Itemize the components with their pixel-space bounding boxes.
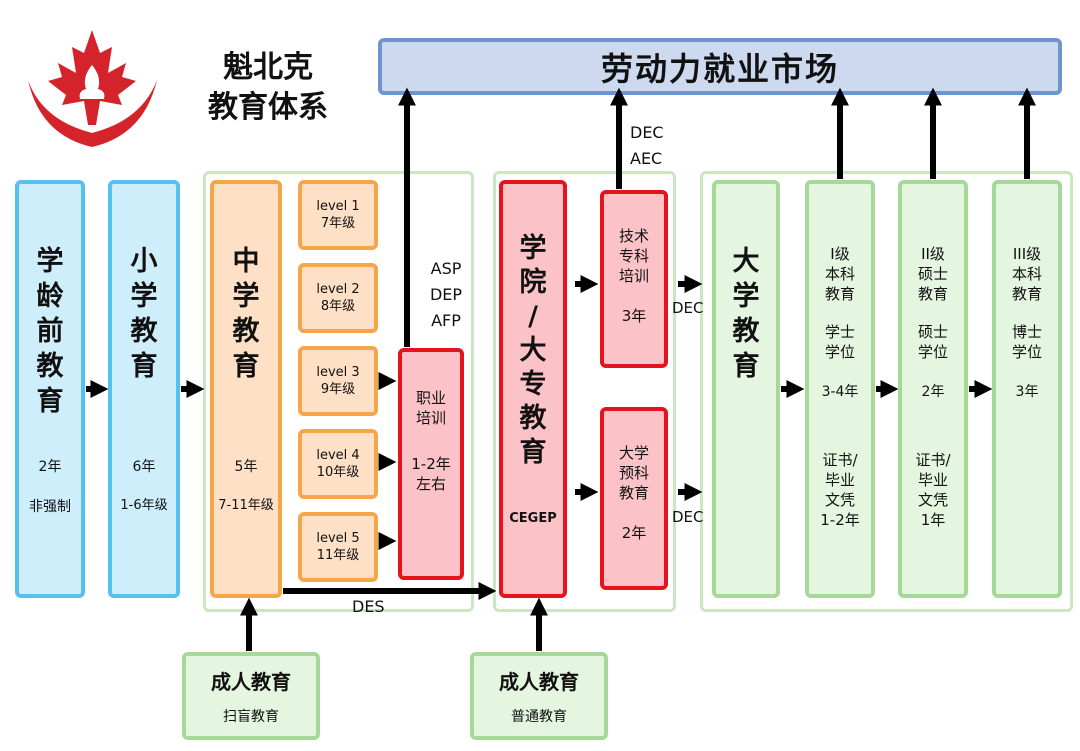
- college-box: 学 院 / 大 专 教 育 CEGEP: [499, 180, 567, 598]
- adult-right-title: 成人教育: [499, 669, 579, 694]
- secondary-title: 中 学 教 育: [232, 246, 260, 382]
- bachelor-box: I级 本科 教育 学士 学位 3-4年 证书/ 毕业 文凭 1-2年: [805, 180, 875, 598]
- preuniversity-years: 2年: [621, 524, 647, 542]
- bachelor-title: I级 本科 教育: [824, 245, 855, 303]
- preuniversity-diploma-right: DEC: [672, 508, 704, 526]
- level-4-grade: 10年级: [316, 465, 360, 480]
- college-group-frame: [493, 171, 676, 612]
- primary-box: 小 学 教 育 6年 1-6年级: [108, 180, 180, 598]
- adult-education-right-box: 成人教育 普通教育: [470, 652, 608, 740]
- technical-diploma-right: DEC: [672, 299, 704, 317]
- master-degree: 硕士 学位: [917, 323, 948, 361]
- level-2-box: level 2 8年级: [298, 263, 378, 333]
- technical-years: 3年: [621, 307, 647, 325]
- bachelor-degree: 学士 学位: [824, 323, 855, 361]
- primary-years: 6年: [132, 459, 156, 475]
- adult-right-subtitle: 普通教育: [511, 708, 567, 725]
- maple-leaf-logo-icon: [28, 30, 157, 147]
- level-5-box: level 5 11年级: [298, 512, 378, 582]
- level-3-box: level 3 9年级: [298, 346, 378, 416]
- logo: [20, 25, 165, 150]
- adult-education-left-box: 成人教育 扫盲教育: [182, 652, 320, 740]
- secondary-years: 5年: [234, 459, 258, 475]
- university-group-frame: [700, 171, 1073, 612]
- doctorate-degree: 博士 学位: [1011, 323, 1042, 361]
- vocational-diplomas: ASP DEP AFP: [429, 259, 463, 330]
- bachelor-cert: 证书/ 毕业 文凭 1-2年: [820, 451, 860, 529]
- secondary-group-frame: [203, 171, 474, 612]
- level-5-grade: 11年级: [316, 548, 360, 563]
- level-4-label: level 4: [316, 448, 360, 463]
- adult-left-title: 成人教育: [211, 669, 291, 694]
- logo-title: 魁北克 教育体系: [188, 48, 348, 128]
- technical-box: 技术 专科 培训 3年: [600, 190, 668, 368]
- preschool-years: 2年: [38, 459, 62, 475]
- logo-title-line1: 魁北克: [223, 50, 313, 85]
- preschool-title: 学 龄 前 教 育: [36, 246, 64, 417]
- secondary-grades: 7-11年级: [218, 498, 274, 513]
- level-1-label: level 1: [316, 199, 360, 214]
- master-box: II级 硕士 教育 硕士 学位 2年 证书/ 毕业 文凭 1年: [898, 180, 968, 598]
- technical-diploma-up: DEC AEC: [630, 123, 664, 168]
- labor-market-label: 劳动力就业市场: [600, 49, 839, 88]
- doctorate-years: 3年: [1015, 384, 1039, 400]
- vocational-box: 职业 培训 1-2年 左右: [398, 348, 464, 580]
- primary-grades: 1-6年级: [120, 498, 168, 513]
- technical-title: 技术 专科 培训: [618, 227, 649, 285]
- des-label: DES: [352, 597, 385, 616]
- vocational-years: 1-2年 左右: [411, 455, 451, 493]
- preuniversity-box: 大学 预科 教育 2年: [600, 407, 668, 590]
- college-name: CEGEP: [509, 511, 557, 526]
- adult-left-subtitle: 扫盲教育: [223, 708, 279, 725]
- master-title: II级 硕士 教育: [917, 245, 948, 303]
- preuniversity-title: 大学 预科 教育: [618, 444, 649, 502]
- secondary-box: 中 学 教 育 5年 7-11年级: [210, 180, 282, 598]
- level-1-box: level 1 7年级: [298, 180, 378, 250]
- master-cert: 证书/ 毕业 文凭 1年: [915, 451, 951, 529]
- level-2-grade: 8年级: [320, 299, 356, 314]
- vocational-title: 职业 培训: [415, 389, 446, 427]
- master-years: 2年: [921, 384, 945, 400]
- bachelor-years: 3-4年: [821, 384, 859, 400]
- level-4-box: level 4 10年级: [298, 429, 378, 499]
- level-1-grade: 7年级: [320, 216, 356, 231]
- logo-title-line2: 教育体系: [208, 90, 328, 125]
- primary-title: 小 学 教 育: [130, 246, 158, 382]
- level-3-grade: 9年级: [320, 382, 356, 397]
- level-2-label: level 2: [316, 282, 360, 297]
- level-5-label: level 5: [316, 531, 360, 546]
- doctorate-title: III级 本科 教育: [1011, 245, 1042, 303]
- university-title: 大 学 教 育: [732, 246, 760, 382]
- university-box: 大 学 教 育: [712, 180, 780, 598]
- doctorate-box: III级 本科 教育 博士 学位 3年: [992, 180, 1062, 598]
- college-title: 学 院 / 大 专 教 育: [519, 233, 547, 468]
- preschool-note: 非强制: [29, 499, 71, 515]
- level-3-label: level 3: [316, 365, 360, 380]
- labor-market-bar: 劳动力就业市场: [378, 38, 1062, 95]
- preschool-box: 学 龄 前 教 育 2年 非强制: [15, 180, 85, 598]
